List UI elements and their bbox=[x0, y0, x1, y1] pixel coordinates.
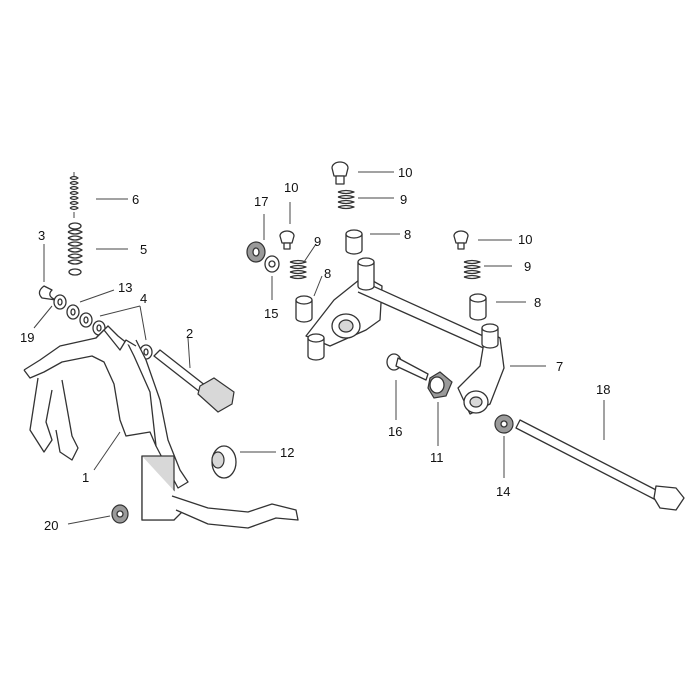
part-5-spring-large bbox=[67, 222, 83, 276]
callout-14: 14 bbox=[496, 484, 510, 499]
part-6-spring-small bbox=[69, 172, 79, 218]
part-15-washer bbox=[264, 255, 280, 273]
callout-17: 17 bbox=[254, 194, 268, 209]
callout-8b: 8 bbox=[324, 266, 331, 281]
callout-16: 16 bbox=[388, 424, 402, 439]
part-17-nut bbox=[246, 241, 266, 263]
part-14-nut bbox=[494, 414, 514, 434]
callout-12: 12 bbox=[280, 445, 294, 460]
part-11-bushing bbox=[427, 371, 453, 399]
part-7-swing-arm-bracket bbox=[305, 275, 505, 415]
callout-10b: 10 bbox=[284, 180, 298, 195]
callout-9a: 9 bbox=[400, 192, 407, 207]
part-16-bolt bbox=[386, 353, 429, 381]
part-8-bushings bbox=[295, 229, 499, 361]
callout-9b: 9 bbox=[314, 234, 321, 249]
callout-6: 6 bbox=[132, 192, 139, 207]
callout-20: 20 bbox=[44, 518, 58, 533]
callout-3: 3 bbox=[38, 228, 45, 243]
part-1-center-stand bbox=[23, 325, 299, 529]
callout-4: 4 bbox=[140, 291, 147, 306]
callout-2: 2 bbox=[186, 326, 193, 341]
part-9-springs bbox=[289, 189, 481, 280]
part-12-rubber-stopper bbox=[211, 445, 237, 479]
part-19-clip-pin bbox=[38, 285, 57, 301]
callout-5: 5 bbox=[140, 242, 147, 257]
part-2-stand-bolt bbox=[153, 349, 235, 413]
part-20-nut bbox=[111, 504, 129, 524]
callout-13: 13 bbox=[118, 280, 132, 295]
callout-15: 15 bbox=[264, 306, 278, 321]
part-18-long-axle bbox=[515, 419, 685, 511]
callout-7: 7 bbox=[556, 359, 563, 374]
callout-11: 11 bbox=[430, 450, 444, 465]
callout-1: 1 bbox=[82, 470, 89, 485]
callout-labels: 6 5 3 13 4 2 19 1 20 12 10 9 8 10 9 8 17… bbox=[20, 165, 610, 533]
callout-8a: 8 bbox=[404, 227, 411, 242]
leader-lines bbox=[33, 171, 605, 525]
callout-9c: 9 bbox=[524, 259, 531, 274]
callout-10c: 10 bbox=[518, 232, 532, 247]
callout-18: 18 bbox=[596, 382, 610, 397]
part-13-washers bbox=[53, 294, 106, 336]
callout-8c: 8 bbox=[534, 295, 541, 310]
callout-19: 19 bbox=[20, 330, 34, 345]
part-10-caps bbox=[279, 161, 469, 250]
callout-10a: 10 bbox=[398, 165, 412, 180]
